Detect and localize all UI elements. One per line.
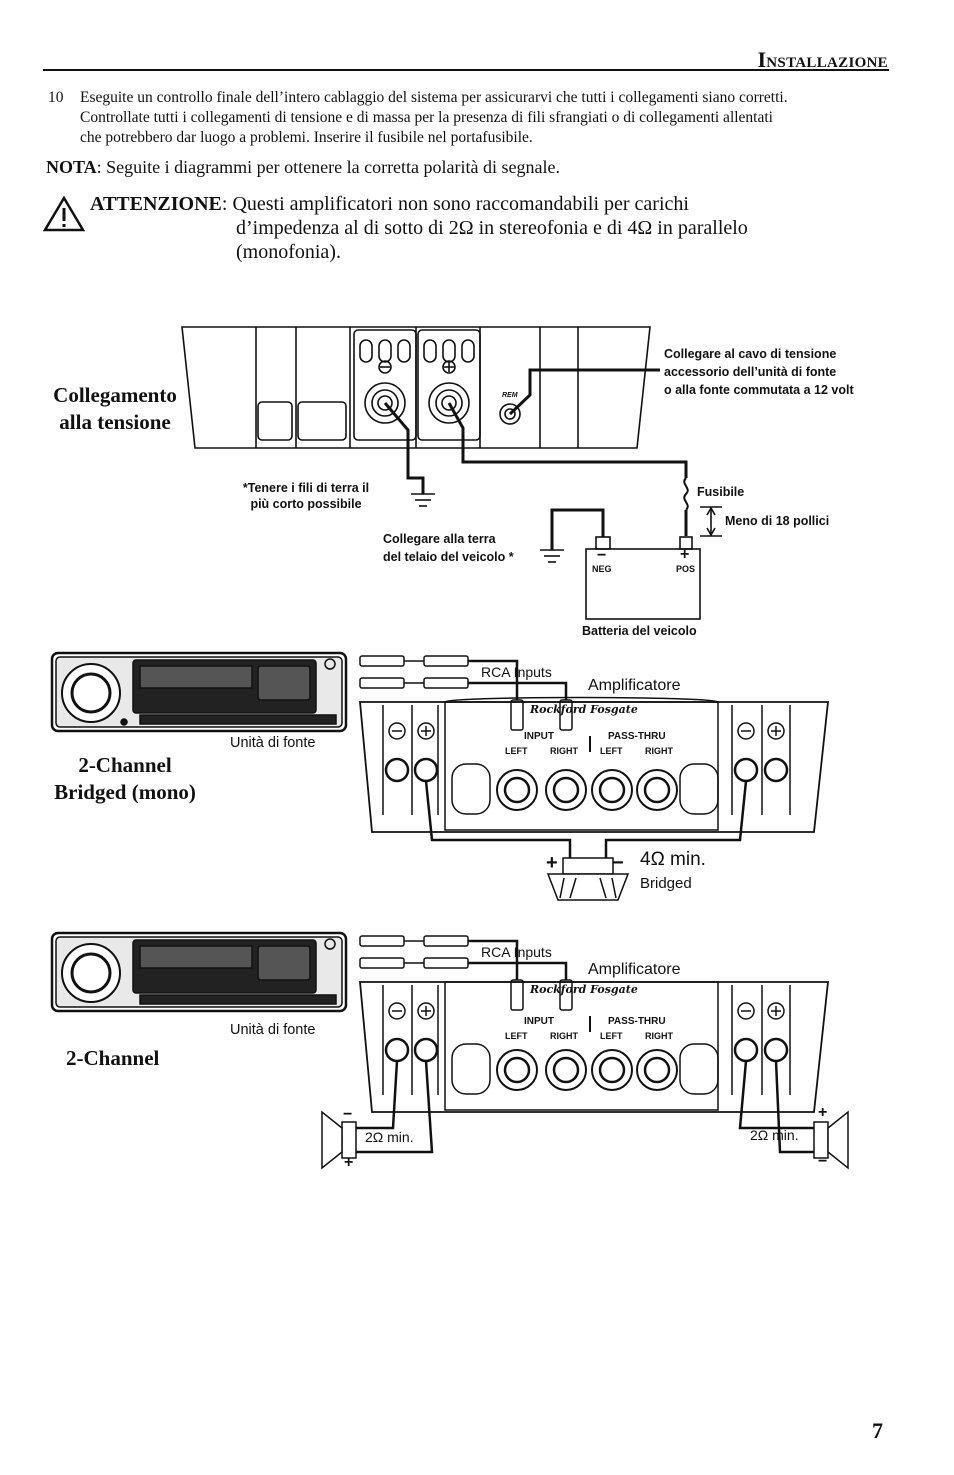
step-line: che potrebbero dar luogo a problemi. Ins… [80,129,533,146]
passthru-label: PASS-THRU [608,1016,666,1027]
power-terminal [428,382,470,424]
input-label: INPUT [524,1016,554,1027]
passthru-right-label: RIGHT [645,1031,673,1041]
left-speaker-plus: + [344,1154,354,1171]
power-title-line: alla tensione [59,410,171,434]
rem-label: REM [502,392,518,399]
head-unit-radio [50,931,348,1013]
input-left-label: LEFT [505,1031,528,1041]
passthru-right-label: RIGHT [645,746,673,756]
bridged-title-line: Bridged (mono) [54,780,196,804]
rca-inputs-label: RCA Inputs [481,944,552,960]
warning-line: d’impedenza al di sotto di 2Ω in stereof… [236,217,748,239]
bridged-title: 2-Channel Bridged (mono) [40,752,210,806]
step-number: 10 [48,89,64,106]
input-right-label: RIGHT [550,1031,578,1041]
note-label: NOTA [46,157,97,177]
note-text: : Seguite i diagrammi per ottenere la co… [96,157,560,177]
step-text: Eseguite un controllo finale dell’intero… [80,88,886,148]
passthru-left-label: LEFT [600,746,623,756]
source-unit-label: Unità di fonte [230,1022,316,1038]
power-title-line: Collegamento [53,383,177,407]
warning-line: : Questi amplificatori non sono raccoman… [221,193,689,215]
remote-note-line: Collegare al cavo di tensione [664,347,837,361]
remote-note-line: accessorio dell’unità di fonte [664,365,837,379]
header-rule [43,69,889,71]
rca-inputs-label: RCA Inputs [481,664,552,680]
remote-note-line: o alla fonte commutata a 12 volt [664,383,854,397]
bridged-minus-sign: − [612,852,624,874]
bridged-title-line: 2-Channel [78,753,172,777]
neg-label: NEG [592,564,612,574]
chassis-note: Collegare alla terra del telaio del veic… [383,530,514,566]
distance-label: Meno di 18 pollici [725,514,830,528]
step-line: Controllate tutti i collegamenti di tens… [80,109,773,126]
battery-plus: + [680,546,690,563]
warning-icon [43,196,85,232]
note: NOTA: Seguite i diagrammi per ottenere l… [46,157,560,178]
stereo-title: 2-Channel [66,1046,160,1070]
bridged-sub-label: Bridged [640,875,692,892]
brand-logo: Rockford Fosgate [530,703,638,716]
brand-logo: Rockford Fosgate [530,983,638,996]
right-load-label: 2Ω min. [750,1127,799,1143]
power-diagram [181,326,722,620]
remote-terminal [499,403,521,425]
amplifier-label: Amplificatore [588,677,681,694]
remote-note: Collegare al cavo di tensione accessorio… [664,345,854,399]
ground-note-line: *Tenere i fili di terra il [242,481,370,495]
ground-note: *Tenere i fili di terra il più corto pos… [226,480,386,512]
chassis-note-line: Collegare alla terra [383,532,496,546]
input-label: INPUT [524,731,554,742]
right-speaker-plus: + [818,1104,828,1121]
page-number: 7 [872,1418,883,1443]
fuse-label: Fusibile [697,485,745,499]
warning-line: (monofonia). [236,241,341,263]
bridged-plus-sign: + [546,852,558,874]
battery-minus: − [597,547,607,564]
power-diagram-title: Collegamento alla tensione [48,382,182,436]
step-line: Eseguite un controllo finale dell’intero… [80,89,788,106]
warning-text: ATTENZIONE: Questi amplificatori non son… [90,192,890,264]
passthru-left-label: LEFT [600,1031,623,1041]
input-right-label: RIGHT [550,746,578,756]
ground-terminal [364,382,406,424]
chassis-note-line: del telaio del veicolo * [383,550,514,564]
input-left-label: LEFT [505,746,528,756]
bridged-load-label: 4Ω min. [640,849,706,870]
section-title: Installazione [757,47,888,72]
head-unit-radio [50,651,348,733]
pos-label: POS [676,564,696,574]
left-load-label: 2Ω min. [365,1129,414,1145]
left-speaker-minus: − [343,1106,353,1123]
ground-note-line: più corto possibile [250,497,362,511]
right-speaker-minus: − [818,1153,828,1170]
warning-label: ATTENZIONE [90,193,222,215]
amplifier-label: Amplificatore [588,961,681,978]
battery-label: Batteria del veicolo [582,624,697,638]
amplifier-end-plate [181,326,651,449]
amplifier-front-panel [359,981,830,1113]
source-unit-label: Unità di fonte [230,735,316,751]
amplifier-front-panel [359,696,830,833]
passthru-label: PASS-THRU [608,731,666,742]
